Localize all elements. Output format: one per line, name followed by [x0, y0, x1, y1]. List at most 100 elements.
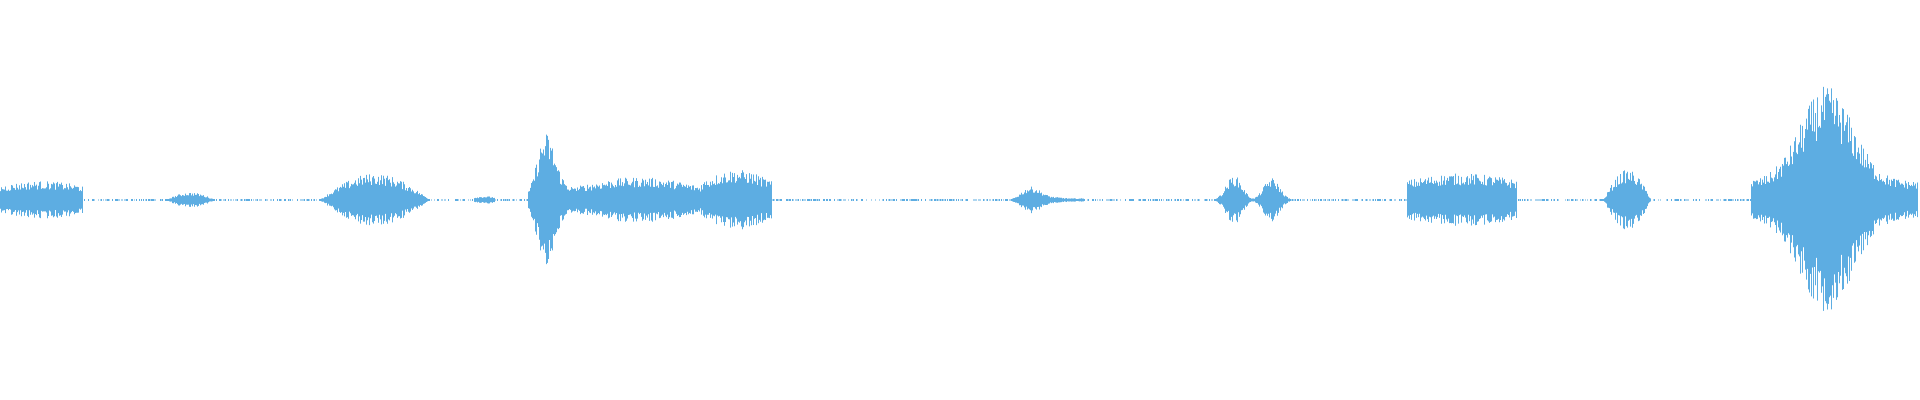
waveform-silence-sample — [1735, 199, 1736, 201]
waveform-silence-sample — [774, 199, 775, 201]
waveform-silence-sample — [1209, 199, 1210, 201]
waveform-silence-sample — [442, 199, 443, 201]
waveform-silence-sample — [155, 199, 156, 201]
waveform-silence-sample — [316, 199, 317, 201]
waveform-silence-sample — [1732, 199, 1733, 201]
waveform-silence-sample — [901, 199, 902, 201]
waveform-silence-sample — [1106, 199, 1107, 201]
waveform-silence-sample — [1207, 199, 1208, 201]
waveform-silence-sample — [807, 199, 808, 201]
waveform-silence-sample — [1591, 199, 1592, 201]
waveform-silence-sample — [1375, 199, 1376, 201]
waveform-silence-sample — [255, 199, 256, 201]
waveform-silence-sample — [1102, 199, 1103, 201]
waveform-silence-sample — [472, 199, 473, 201]
waveform-silence-sample — [1005, 199, 1006, 201]
waveform-silence-sample — [134, 199, 135, 201]
waveform-silence-sample — [1155, 199, 1156, 201]
waveform-silence-sample — [460, 199, 461, 201]
waveform-silence-sample — [1587, 199, 1588, 201]
waveform-silence-sample — [1161, 199, 1162, 201]
waveform-silence-sample — [109, 199, 110, 201]
waveform-silence-sample — [1531, 199, 1532, 201]
waveform-silence-sample — [808, 199, 809, 201]
waveform-silence-sample — [1370, 199, 1371, 201]
waveform-silence-sample — [1181, 199, 1182, 201]
waveform-silence-sample — [950, 199, 951, 201]
waveform-silence-sample — [834, 199, 835, 201]
waveform-silence-sample — [505, 199, 506, 201]
waveform-silence-sample — [943, 199, 944, 201]
waveform-silence-sample — [800, 199, 801, 201]
waveform-silence-sample — [306, 199, 307, 201]
waveform-silence-sample — [464, 199, 465, 201]
waveform-silence-sample — [1168, 199, 1169, 201]
waveform-silence-sample — [265, 199, 266, 201]
waveform-silence-sample — [1312, 199, 1313, 201]
waveform-silence-sample — [781, 199, 782, 201]
waveform-silence-sample — [1706, 199, 1707, 201]
waveform-silence-sample — [1399, 199, 1400, 201]
waveform-silence-sample — [1406, 199, 1407, 201]
waveform-silence-sample — [827, 199, 828, 201]
waveform-silence-sample — [470, 199, 471, 201]
waveform-silence-sample — [1708, 199, 1709, 201]
waveform-silence-sample — [455, 199, 456, 201]
waveform-silence-sample — [1095, 199, 1096, 201]
waveform-silence-sample — [1329, 199, 1330, 201]
waveform-silence-sample — [1385, 199, 1386, 201]
waveform-silence-sample — [289, 199, 290, 201]
waveform-silence-sample — [1367, 199, 1368, 201]
waveform-silence-sample — [1539, 199, 1540, 201]
waveform-silence-sample — [1750, 199, 1751, 201]
waveform-silence-sample — [125, 199, 126, 201]
waveform-silence-sample — [1099, 199, 1100, 201]
waveform-segment — [576, 177, 701, 222]
waveform-segment — [1407, 173, 1517, 226]
waveform-silence-sample — [1394, 199, 1395, 201]
waveform-silence-sample — [127, 199, 128, 201]
waveform-silence-sample — [88, 199, 89, 201]
waveform-silence-sample — [1125, 199, 1126, 201]
waveform-silence-sample — [1211, 199, 1212, 201]
waveform-silence-sample — [527, 199, 528, 201]
waveform-silence-sample — [1145, 199, 1146, 201]
waveform-silence-sample — [1010, 199, 1011, 201]
waveform-silence-sample — [1583, 199, 1584, 201]
waveform-silence-sample — [815, 199, 816, 201]
waveform-silence-sample — [1297, 199, 1298, 201]
waveform-silence-sample — [979, 199, 980, 201]
waveform-silence-sample — [514, 199, 515, 201]
waveform-segment — [0, 181, 83, 219]
waveform-silence-sample — [1666, 199, 1667, 201]
waveform-silence-sample — [115, 199, 116, 201]
waveform-silence-sample — [1723, 199, 1724, 201]
waveform-silence-sample — [853, 199, 854, 201]
waveform-silence-sample — [1205, 199, 1206, 201]
waveform-silence-sample — [143, 199, 144, 201]
waveform-silence-sample — [1378, 199, 1379, 201]
waveform-silence-sample — [225, 199, 226, 201]
waveform-silence-sample — [1710, 199, 1711, 201]
waveform-silence-sample — [1372, 199, 1373, 201]
waveform-silence-sample — [1525, 199, 1526, 201]
waveform-silence-sample — [1192, 199, 1193, 201]
waveform-silence-sample — [947, 199, 948, 201]
waveform-silence-sample — [161, 199, 162, 201]
waveform-silence-sample — [902, 199, 903, 201]
waveform-silence-sample — [951, 199, 952, 201]
waveform-silence-sample — [1212, 199, 1213, 201]
waveform-silence-sample — [777, 199, 778, 201]
waveform-silence-sample — [1087, 199, 1088, 201]
waveform-silence-sample — [1188, 199, 1189, 201]
waveform-silence-sample — [941, 199, 942, 201]
waveform-silence-sample — [1601, 199, 1602, 201]
waveform-silence-sample — [84, 199, 85, 201]
waveform-silence-sample — [1143, 199, 1144, 201]
waveform-segment — [474, 196, 495, 204]
waveform-silence-sample — [266, 199, 267, 201]
waveform-silence-sample — [883, 199, 884, 201]
waveform-silence-sample — [1335, 199, 1336, 201]
waveform-silence-sample — [1696, 199, 1697, 201]
waveform-silence-sample — [431, 199, 432, 201]
